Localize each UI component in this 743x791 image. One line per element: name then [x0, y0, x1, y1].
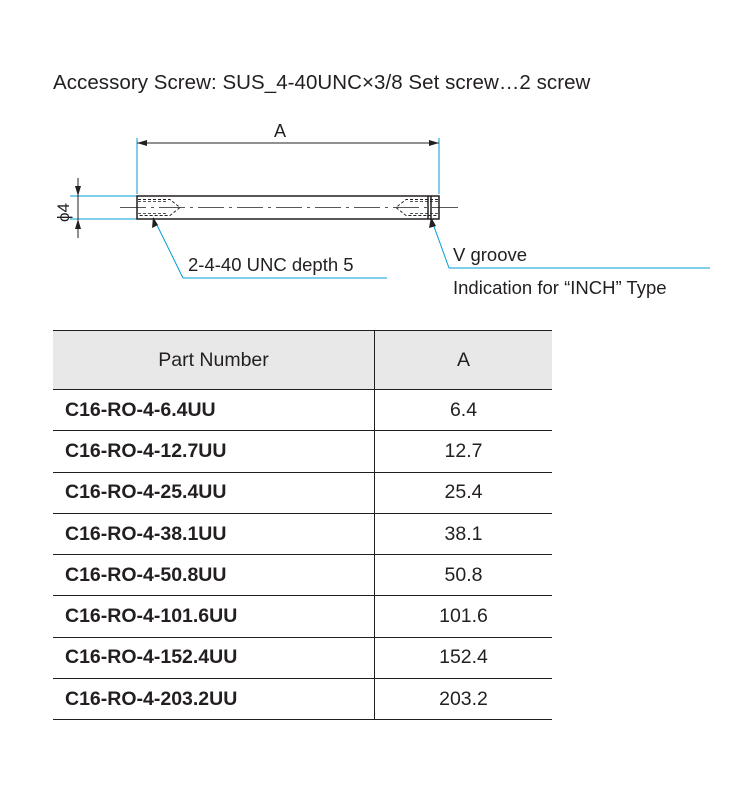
rod-dimension-drawing: A ϕ4 2-4-40 UNC depth 5: [54, 121, 710, 298]
part-number-cell: C16-RO-4-152.4UU: [53, 637, 375, 680]
part-number-cell: C16-RO-4-25.4UU: [53, 472, 375, 514]
part-number-cell: C16-RO-4-50.8UU: [53, 554, 375, 597]
diameter-dimension: ϕ4: [54, 178, 137, 238]
table-row: C16-RO-4-203.2UU 203.2: [53, 678, 552, 721]
length-dimension: A: [136, 121, 440, 194]
dimension-a-cell: 6.4: [374, 389, 552, 432]
part-number-table: Part Number A C16-RO-4-6.4UU 6.4 C16-RO-…: [53, 330, 552, 721]
dimension-a-cell: 101.6: [374, 595, 552, 638]
dimension-a-cell: 203.2: [374, 678, 552, 721]
part-number-cell: C16-RO-4-101.6UU: [53, 595, 375, 638]
dimension-a-cell: 12.7: [374, 430, 552, 473]
part-number-cell: C16-RO-4-203.2UU: [53, 678, 375, 721]
part-number-cell: C16-RO-4-12.7UU: [53, 430, 375, 473]
column-header-part-number: Part Number: [53, 330, 375, 390]
table-row: C16-RO-4-152.4UU 152.4: [53, 637, 552, 680]
table-row: C16-RO-4-101.6UU 101.6: [53, 595, 552, 638]
table-row: C16-RO-4-12.7UU 12.7: [53, 430, 552, 473]
diameter-label: ϕ4: [54, 203, 73, 222]
table-row: C16-RO-4-6.4UU 6.4: [53, 389, 552, 432]
table-row: C16-RO-4-25.4UU 25.4: [53, 472, 552, 514]
dimension-a-cell: 50.8: [374, 554, 552, 597]
dimension-a-cell: 38.1: [374, 513, 552, 556]
table-header-row: Part Number A: [53, 330, 552, 390]
groove-callout: V groove Indication for “INCH” Type: [429, 217, 710, 298]
dimension-a-cell: 25.4: [374, 472, 552, 514]
length-label: A: [274, 121, 286, 141]
page-title: Accessory Screw: SUS_4-40UNC×3/8 Set scr…: [53, 71, 591, 94]
thread-callout-label: 2-4-40 UNC depth 5: [188, 254, 354, 275]
column-header-a: A: [374, 330, 552, 390]
thread-callout: 2-4-40 UNC depth 5: [152, 217, 387, 279]
inch-note-label: Indication for “INCH” Type: [453, 277, 667, 298]
table-row: C16-RO-4-38.1UU 38.1: [53, 513, 552, 556]
part-number-cell: C16-RO-4-6.4UU: [53, 389, 375, 432]
part-number-cell: C16-RO-4-38.1UU: [53, 513, 375, 556]
groove-callout-label: V groove: [453, 244, 527, 265]
dimension-a-cell: 152.4: [374, 637, 552, 680]
table-row: C16-RO-4-50.8UU 50.8: [53, 554, 552, 597]
rod-body: [120, 195, 458, 220]
